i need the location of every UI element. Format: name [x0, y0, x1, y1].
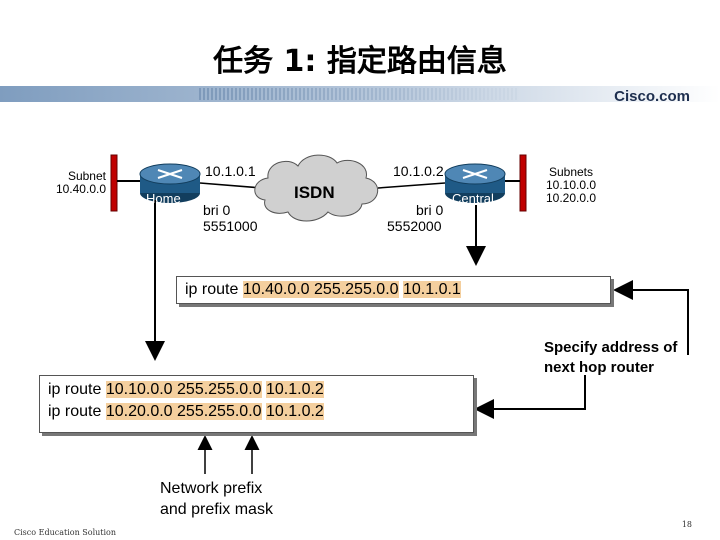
- route-keyword: ip route: [185, 281, 239, 298]
- isdn-label: ISDN: [294, 183, 335, 202]
- route-prefix-mask: 10.10.0.0 255.255.0.0: [105, 381, 262, 398]
- left-subnet-value: 10.40.0.0: [55, 182, 106, 196]
- route-prefix: 10.40.0.0: [242, 281, 310, 298]
- callout-line: Specify address of: [544, 339, 678, 356]
- left-subnet-title: Subnet: [67, 169, 106, 183]
- next-hop-callout: Specify address of next hop router: [544, 338, 677, 378]
- right-subnets-title: Subnets: [548, 165, 594, 179]
- cisco-logo: Cisco.com: [614, 88, 690, 105]
- left-subnet-segment: [110, 154, 118, 212]
- header-band: [0, 86, 720, 102]
- route-mask: 255.255.0.0: [314, 281, 399, 298]
- left-subnet-label: Subnet 10.40.0.0: [40, 170, 106, 196]
- home-router-icon: [139, 163, 201, 203]
- route-next-hop: 10.1.0.2: [266, 381, 324, 398]
- callout-line: next hop router: [544, 359, 655, 376]
- route-mask: 255.255.0.0: [177, 403, 262, 420]
- right-subnet-value: 10.20.0.0: [545, 191, 597, 205]
- home-routes-box: ip route 10.10.0.0 255.255.0.0 10.1.0.2 …: [39, 375, 474, 433]
- callout-line: Network prefix: [160, 480, 263, 497]
- route-keyword: ip route: [48, 381, 102, 398]
- prefix-callout: Network prefix and prefix mask: [160, 478, 273, 520]
- central-route-box: ip route 10.40.0.0 255.255.0.0 10.1.0.1: [176, 276, 611, 304]
- route-next-hop: 10.1.0.2: [266, 403, 324, 420]
- home-router-name: Home: [146, 191, 181, 206]
- home-router-ip: 10.1.0.1: [205, 163, 256, 179]
- route-prefix-mask: 10.20.0.0 255.255.0.0: [105, 403, 262, 420]
- home-router-iface: bri 0: [203, 202, 231, 218]
- home-route-command: ip route 10.20.0.0 255.255.0.0 10.1.0.2: [48, 402, 324, 422]
- callout-line: and prefix mask: [160, 501, 273, 518]
- central-router-icon: [444, 163, 506, 203]
- central-router-name: Central: [452, 191, 494, 206]
- route-next-hop: 10.1.0.1: [403, 281, 461, 298]
- page-number: 18: [681, 520, 692, 529]
- right-subnet-value: 10.10.0.0: [545, 178, 597, 192]
- central-router-ip: 10.1.0.2: [393, 163, 444, 179]
- right-subnets-label: Subnets 10.10.0.0 10.20.0.0: [538, 166, 604, 205]
- central-router-number: 5552000: [387, 218, 442, 234]
- route-keyword: ip route: [48, 403, 102, 420]
- route-prefix-mask: 10.40.0.0 255.255.0.0: [242, 281, 399, 298]
- route-prefix: 10.20.0.0: [105, 403, 173, 420]
- route-prefix: 10.10.0.0: [105, 381, 173, 398]
- right-subnet-segment: [519, 154, 527, 212]
- central-router-iface: bri 0: [416, 202, 444, 218]
- page-title: 任务 1: 指定路由信息: [213, 44, 507, 79]
- footer-text: Cisco Education Solution: [14, 528, 117, 537]
- central-route-command: ip route 10.40.0.0 255.255.0.0 10.1.0.1: [185, 280, 461, 300]
- home-route-command: ip route 10.10.0.0 255.255.0.0 10.1.0.2: [48, 380, 324, 400]
- home-router-number: 5551000: [203, 218, 258, 234]
- isdn-cloud-icon: [254, 154, 378, 222]
- route-mask: 255.255.0.0: [177, 381, 262, 398]
